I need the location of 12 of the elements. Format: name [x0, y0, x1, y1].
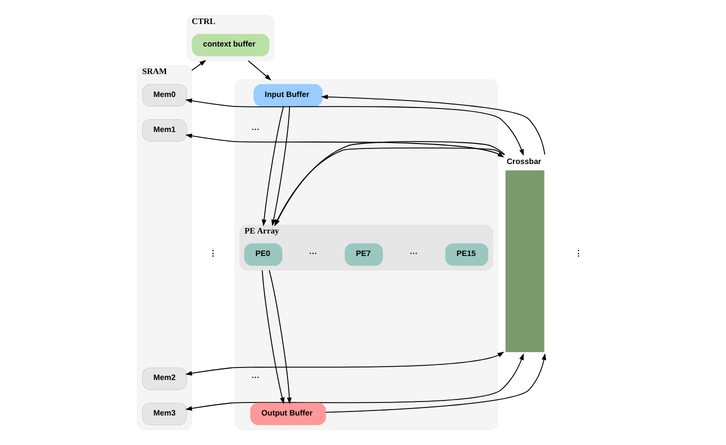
- arrow: [184, 134, 504, 158]
- arrow: [268, 270, 292, 404]
- arrow: [190, 60, 206, 71]
- arrow: [184, 98, 524, 156]
- arrow: [184, 352, 504, 376]
- cluster: [234, 79, 498, 430]
- arrow: [324, 353, 546, 413]
- arrow: [320, 94, 545, 156]
- arrow: [247, 60, 271, 80]
- node-box: [505, 170, 544, 352]
- arrow: [184, 353, 524, 411]
- arrow: [261, 270, 284, 404]
